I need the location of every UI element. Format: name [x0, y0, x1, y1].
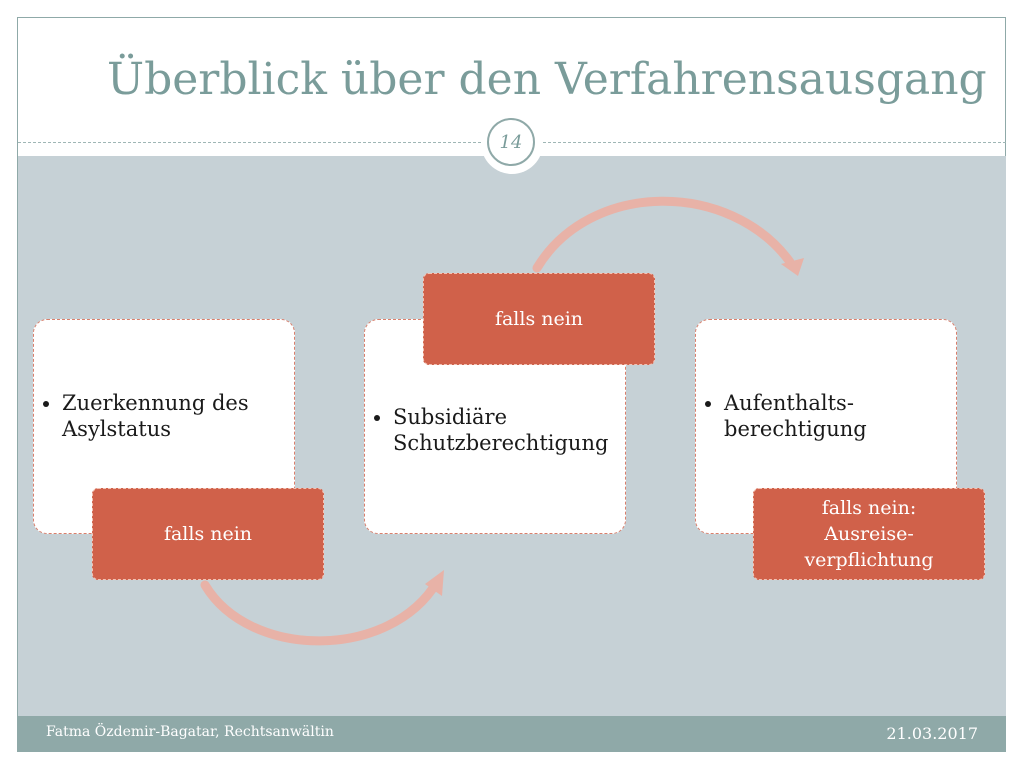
condition-text-3-line1: falls nein:: [821, 497, 917, 519]
slide-title: Überblick über den Verfahrensausgang: [107, 54, 987, 105]
page-number-badge: 14: [481, 112, 543, 174]
condition-text-1: falls nein: [163, 523, 253, 545]
condition-box-1: falls nein: [92, 488, 324, 580]
footer-bar: Fatma Özdemir-Bagatar, Rechtsanwältin 21…: [18, 716, 1006, 752]
condition-box-3: falls nein: Ausreise-verpflichtung: [753, 488, 985, 580]
step-text-asylstatus: Zuerkennung des Asylstatus: [62, 390, 287, 442]
step-text-aufenthalt: Aufenthalts-berechtigung: [724, 390, 889, 442]
footer-date: 21.03.2017: [886, 724, 978, 743]
condition-text-3-line2: Ausreise-verpflichtung: [804, 523, 934, 571]
footer-author: Fatma Özdemir-Bagatar, Rechtsanwältin: [46, 724, 334, 740]
condition-text-2: falls nein: [494, 308, 584, 330]
condition-box-2: falls nein: [423, 273, 655, 365]
page-number: 14: [487, 118, 535, 166]
step-text-subsidiaer: Subsidiäre Schutzberechtigung: [393, 404, 618, 456]
